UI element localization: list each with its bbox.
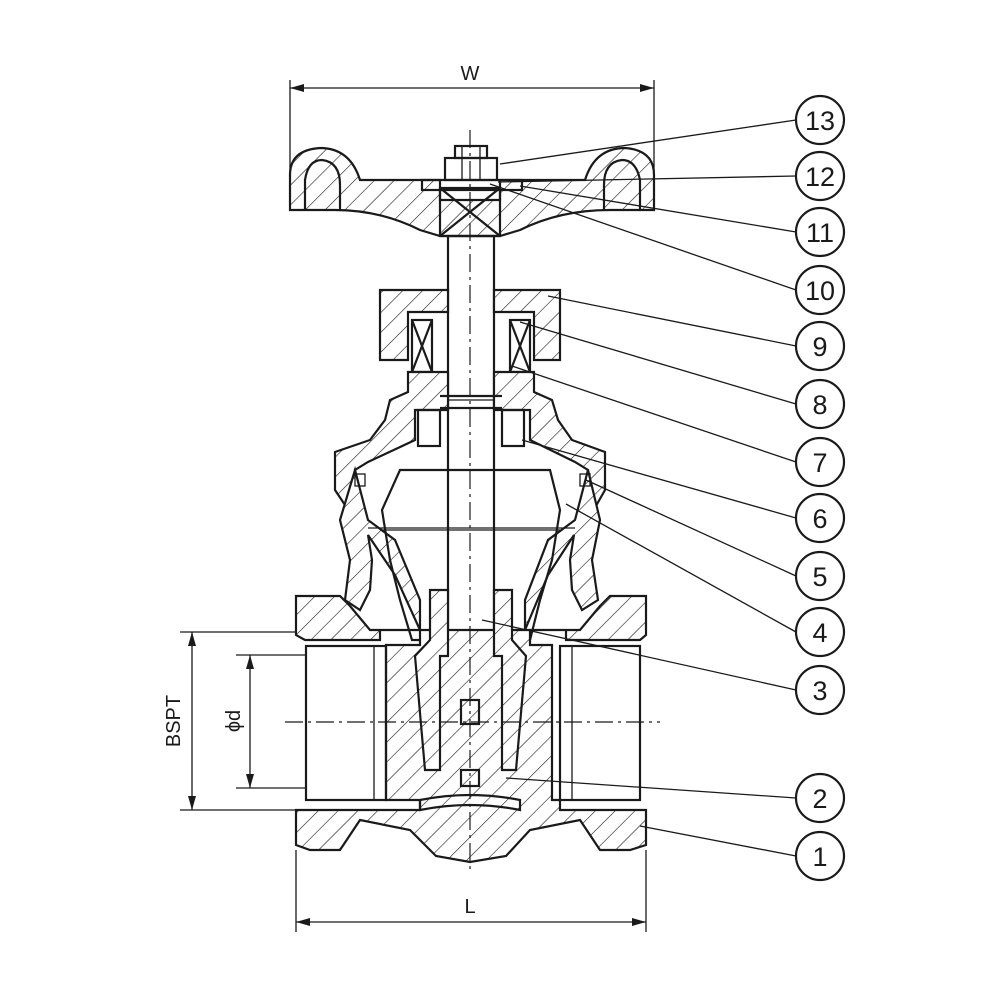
svg-text:11: 11 xyxy=(806,218,834,248)
stem-nut-assembly xyxy=(420,144,524,192)
dimension-bore: ϕd xyxy=(223,654,306,789)
bore-label: ϕd xyxy=(223,710,245,732)
leader-lines xyxy=(481,119,797,857)
svg-text:6: 6 xyxy=(812,504,827,534)
svg-text:7: 7 xyxy=(812,448,827,478)
length-label: L xyxy=(464,896,475,918)
callout-9: 9 xyxy=(794,320,846,372)
svg-text:13: 13 xyxy=(805,106,835,136)
handwheel xyxy=(288,146,656,238)
callout-13: 13 xyxy=(794,94,846,146)
svg-text:3: 3 xyxy=(812,676,827,706)
callout-11: 11 xyxy=(794,206,846,258)
callout-6: 6 xyxy=(794,492,846,544)
callout-2: 2 xyxy=(794,772,846,824)
svg-text:8: 8 xyxy=(812,390,827,420)
callout-7: 7 xyxy=(794,436,846,488)
svg-text:1: 1 xyxy=(812,842,827,872)
gland-nut xyxy=(378,288,562,374)
svg-text:2: 2 xyxy=(812,784,827,814)
svg-text:10: 10 xyxy=(805,276,835,306)
svg-text:9: 9 xyxy=(812,332,827,362)
svg-text:5: 5 xyxy=(812,562,827,592)
callout-1: 1 xyxy=(794,830,846,882)
callout-3: 3 xyxy=(794,664,846,716)
callout-10: 10 xyxy=(794,264,846,316)
valve-stem xyxy=(446,234,496,658)
svg-text:12: 12 xyxy=(805,162,835,192)
dimension-l: L xyxy=(295,850,647,932)
callout-8: 8 xyxy=(794,378,846,430)
callout-4: 4 xyxy=(794,606,846,658)
thread-label: BSPT xyxy=(163,695,185,747)
dimension-bspt: BSPT xyxy=(163,631,296,811)
width-label: W xyxy=(461,63,480,85)
wedge-nut xyxy=(413,588,528,788)
svg-text:4: 4 xyxy=(812,618,827,648)
callout-12: 12 xyxy=(794,150,846,202)
callout-5: 5 xyxy=(794,550,846,602)
valve-body xyxy=(294,465,648,864)
